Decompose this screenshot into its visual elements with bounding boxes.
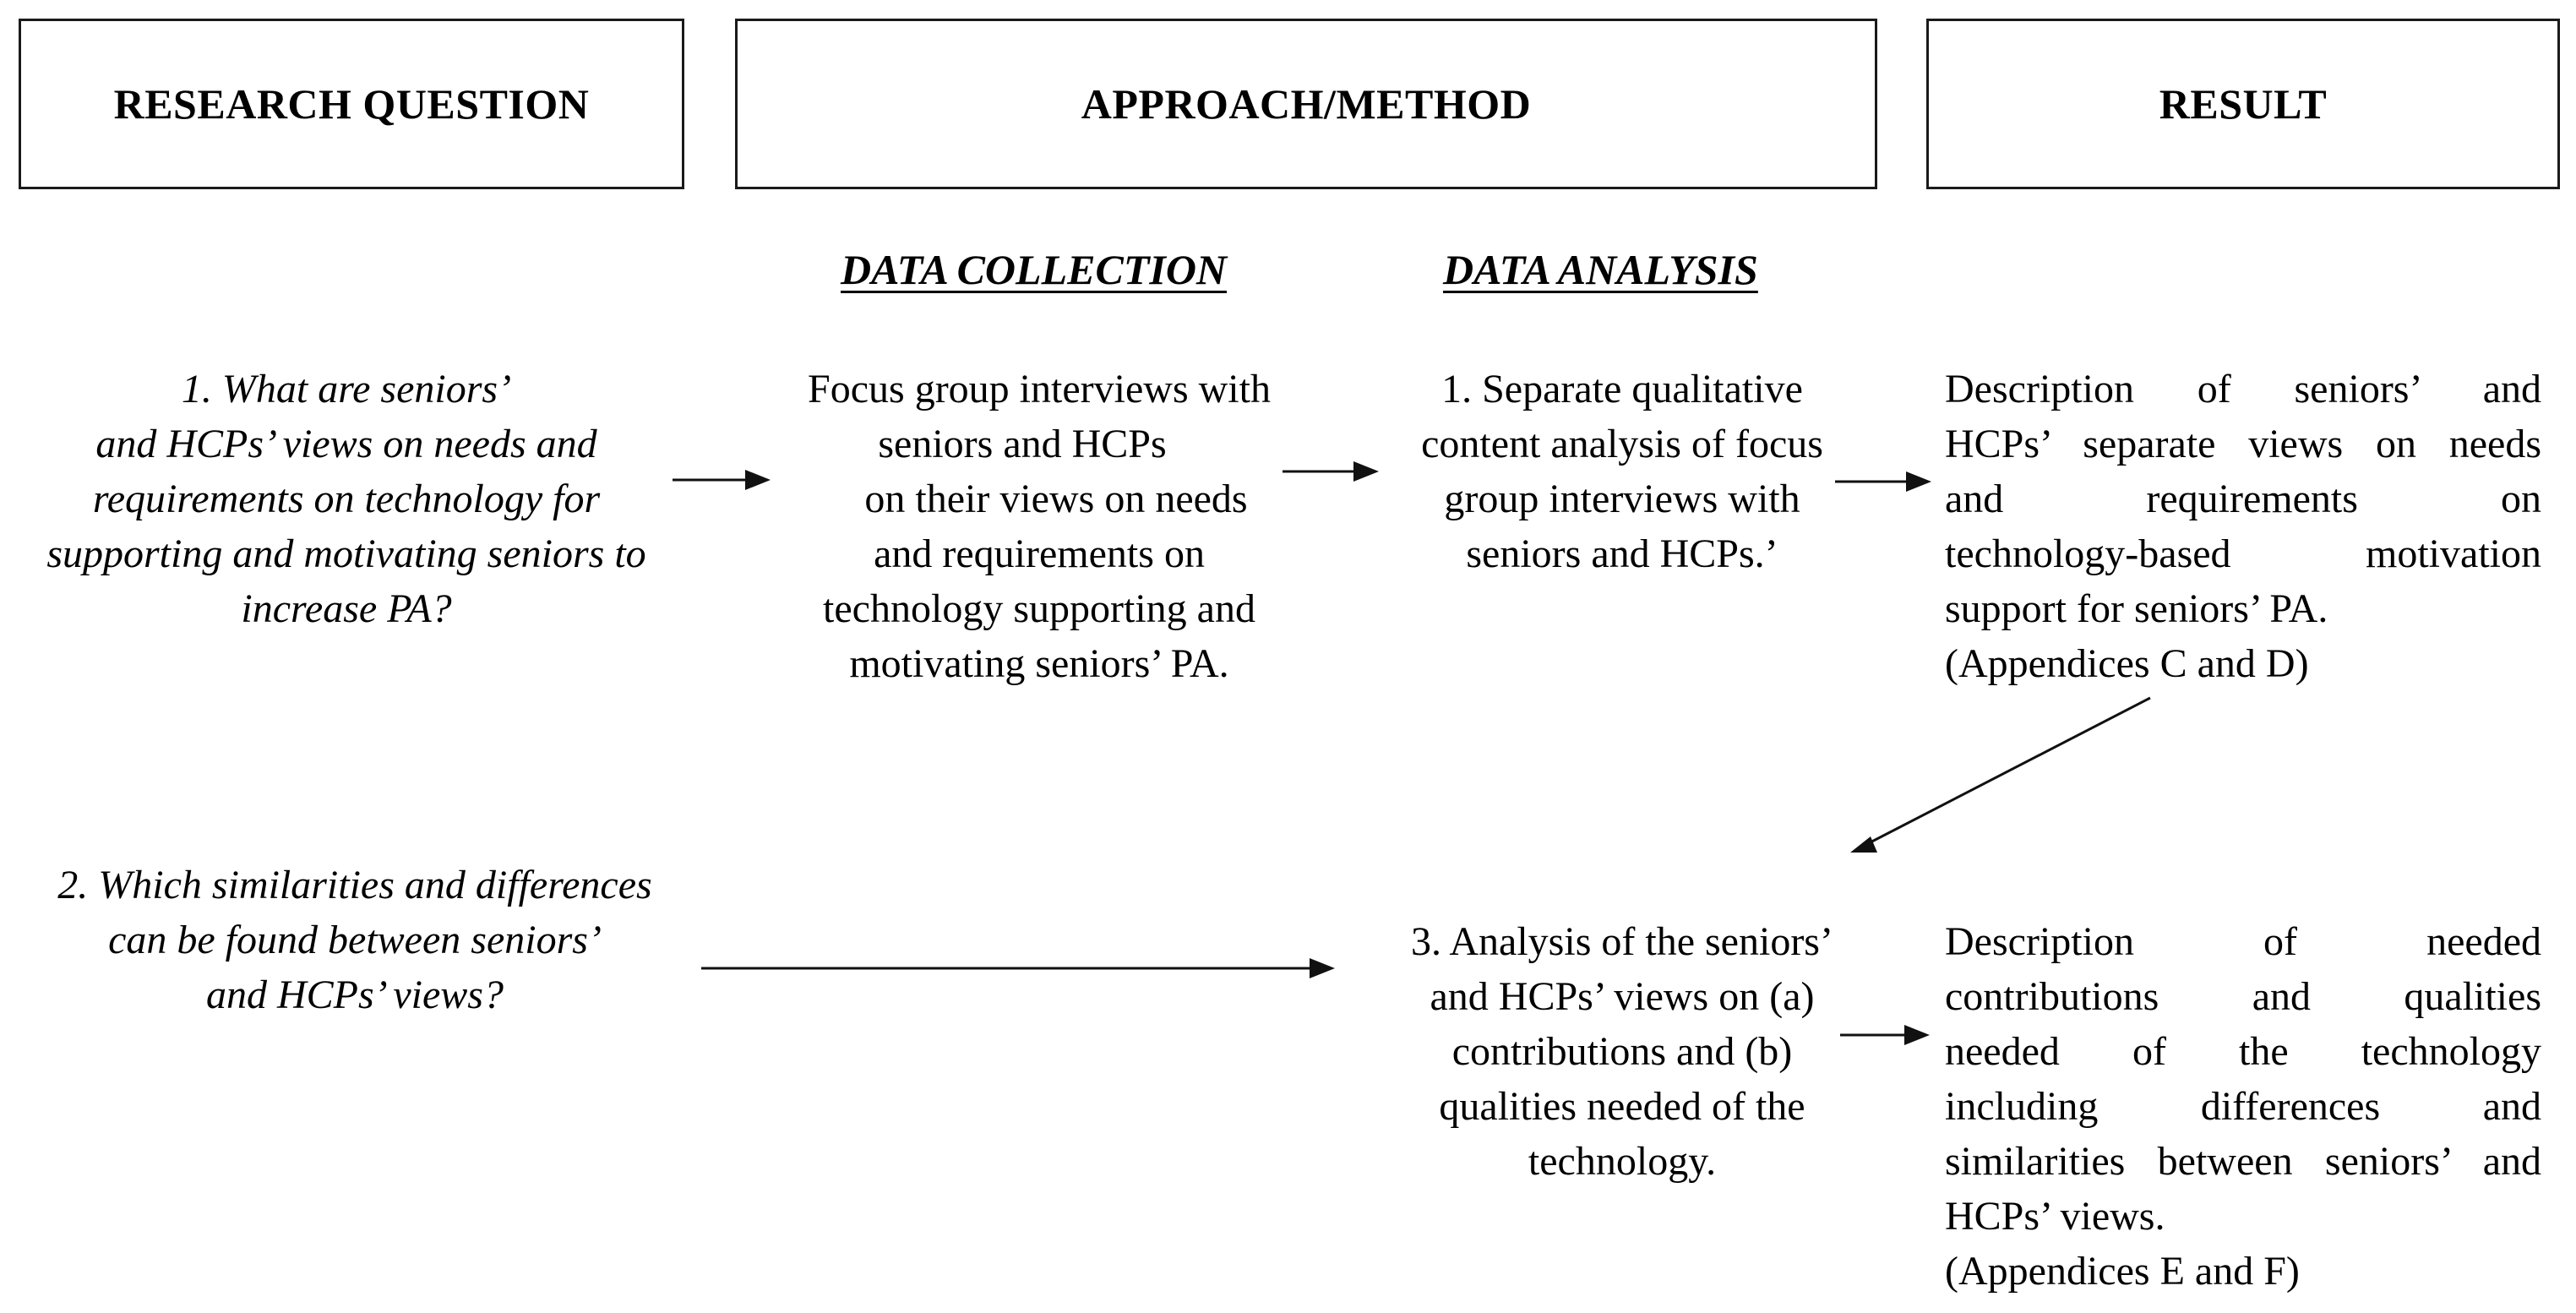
analysis-step3-line: contributions and (b) bbox=[1451, 1029, 1793, 1074]
result2-line: contributions and qualities bbox=[1945, 974, 2541, 1019]
research-question-1: 1. What are seniors’ and HCPs’ views on … bbox=[17, 362, 676, 636]
result2-line: HCPs’ views. bbox=[1945, 1194, 2165, 1239]
result-1: Description of seniors’ and HCPs’ separa… bbox=[1945, 362, 2541, 691]
rq2-line: 2. Which similarities and differences bbox=[57, 863, 652, 907]
rq1-line: and HCPs’ views on needs and bbox=[95, 422, 597, 466]
result1-line: and requirements on bbox=[1945, 477, 2541, 521]
data-collection-line: and requirements on bbox=[874, 531, 1205, 576]
analysis-step3-line: 3. Analysis of the seniors’ bbox=[1411, 919, 1833, 964]
rq1-line: increase PA? bbox=[241, 586, 452, 631]
result2-line: Description of needed bbox=[1945, 919, 2541, 964]
rq1-line: requirements on technology for bbox=[92, 477, 601, 521]
analysis-step3-line: and HCPs’ views on (a) bbox=[1430, 974, 1815, 1019]
result1-line: HCPs’ separate views on needs bbox=[1945, 422, 2541, 466]
result2-line: similarities between seniors’ and bbox=[1945, 1139, 2541, 1184]
header-approach-method: APPROACH/METHOD bbox=[735, 19, 1877, 189]
result1-line: technology-based motivation bbox=[1945, 531, 2541, 576]
subheader-data-collection: DATA COLLECTION bbox=[841, 246, 1228, 293]
result2-line: (Appendices E and F) bbox=[1945, 1249, 2300, 1294]
result2-line: including differences and bbox=[1945, 1084, 2541, 1129]
analysis-step1-line: content analysis of focus bbox=[1421, 422, 1823, 466]
header-research-question-label: RESEARCH QUESTION bbox=[113, 80, 590, 128]
data-collection-line: seniors and HCPs bbox=[878, 422, 1167, 466]
result1-line: support for seniors’ PA. bbox=[1945, 586, 2328, 631]
arrow-result-1-to-analysis-3 bbox=[1861, 696, 2151, 848]
result1-line: Description of seniors’ and bbox=[1945, 367, 2541, 411]
header-approach-method-label: APPROACH/METHOD bbox=[1081, 80, 1532, 128]
data-collection-box: Focus group interviews with seniors and … bbox=[760, 362, 1318, 691]
analysis-step1-line: seniors and HCPs.’ bbox=[1466, 531, 1778, 576]
analysis-step1-line: group interviews with bbox=[1444, 477, 1800, 521]
rq1-line: 1. What are seniors’ bbox=[181, 367, 512, 411]
data-collection-line: technology supporting and bbox=[823, 586, 1255, 631]
data-analysis-step-1: 1. Separate qualitative content analysis… bbox=[1369, 362, 1876, 581]
result-2: Description of needed contributions and … bbox=[1945, 914, 2541, 1299]
rq2-line: can be found between seniors’ bbox=[108, 918, 602, 962]
rq2-line: and HCPs’ views? bbox=[206, 972, 504, 1017]
data-collection-line: Focus group interviews with bbox=[808, 367, 1271, 411]
rq1-line: supporting and motivating seniors to bbox=[46, 531, 646, 576]
result1-line: (Appendices C and D) bbox=[1945, 641, 2309, 686]
header-result-label: RESULT bbox=[2159, 80, 2328, 128]
header-result: RESULT bbox=[1926, 19, 2560, 189]
data-analysis-step-3: 3. Analysis of the seniors’ and HCPs’ vi… bbox=[1369, 914, 1876, 1189]
data-collection-line: on their views on needs bbox=[864, 477, 1248, 521]
research-question-2: 2. Which similarities and differences ca… bbox=[25, 858, 684, 1022]
analysis-step3-line: qualities needed of the bbox=[1439, 1084, 1805, 1129]
subheader-data-analysis: DATA ANALYSIS bbox=[1443, 246, 1758, 293]
analysis-step1-line: 1. Separate qualitative bbox=[1441, 367, 1803, 411]
data-collection-line: motivating seniors’ PA. bbox=[849, 641, 1229, 686]
analysis-step3-line: technology. bbox=[1528, 1139, 1717, 1184]
header-research-question: RESEARCH QUESTION bbox=[19, 19, 684, 189]
result2-line: needed of the technology bbox=[1945, 1029, 2541, 1074]
